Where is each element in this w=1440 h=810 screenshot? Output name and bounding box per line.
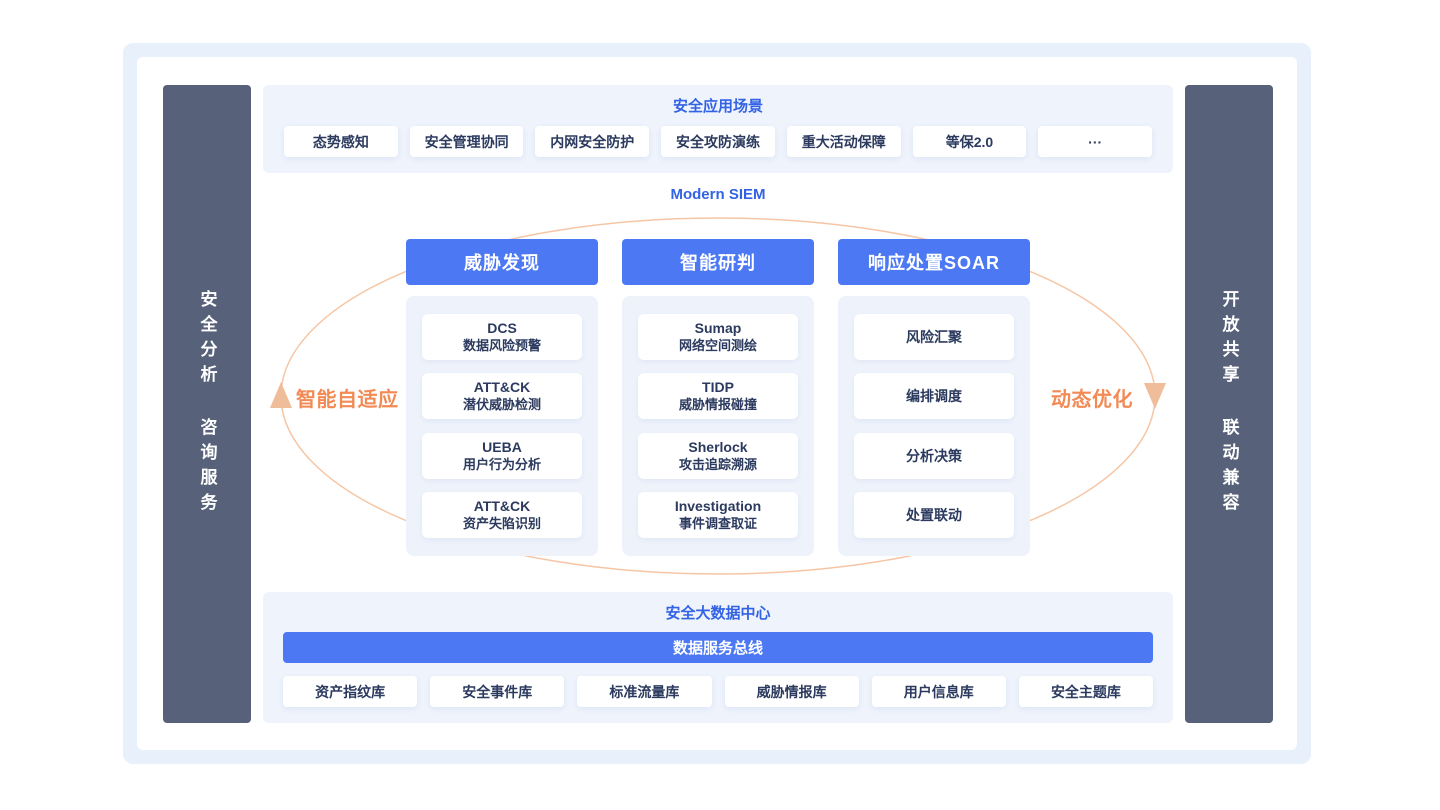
siem-card-dcs[interactable]: DCS 数据风险预警	[422, 314, 582, 360]
siem-card-sumap[interactable]: Sumap 网络空间测绘	[638, 314, 798, 360]
card-title: 分析决策	[906, 447, 962, 464]
card-subtitle: 数据风险预警	[462, 338, 541, 353]
db-chip-security-event[interactable]: 安全事件库	[430, 676, 565, 707]
card-subtitle: 用户行为分析	[462, 456, 541, 472]
card-subtitle: 网络空间测绘	[678, 338, 757, 353]
sidebar-word: 咨询服务	[197, 418, 217, 518]
card-title: Investigation	[674, 497, 762, 514]
column-panel: 风险汇聚 编排调度 分析决策 处置联动	[838, 296, 1030, 556]
scenarios-section: 安全应用场景 态势感知 安全管理协同 内网安全防护 安全攻防演练 重大活动保障 …	[263, 85, 1173, 173]
datacenter-title: 安全大数据中心	[665, 605, 771, 622]
card-subtitle: 威胁情报碰撞	[678, 397, 757, 413]
card-title: ATT&CK	[473, 379, 531, 396]
scenario-chip-dengbao[interactable]: 等保2.0	[912, 126, 1027, 157]
card-title: DCS	[487, 320, 517, 336]
down-arrow-icon	[1144, 383, 1166, 409]
scenarios-title: 安全应用场景	[672, 98, 763, 115]
siem-card-disposal-linkage[interactable]: 处置联动	[854, 491, 1014, 538]
siem-card-attck-latent-threat[interactable]: ATT&CK 潜伏威胁检测	[422, 373, 582, 420]
card-title: Sumap	[694, 320, 742, 336]
card-subtitle: 资产失陷识别	[462, 515, 541, 531]
card-subtitle: 事件调查取证	[678, 515, 757, 531]
column-intelligent-analysis: 智能研判 Sumap 网络空间测绘 TIDP 威胁情报碰撞 Sherlock 攻…	[622, 239, 814, 556]
scenario-chip-more[interactable]: ···	[1038, 126, 1153, 157]
siem-card-investigation[interactable]: Investigation 事件调查取证	[638, 491, 798, 538]
siem-card-analysis-decision[interactable]: 分析决策	[854, 432, 1014, 479]
column-header: 响应处置SOAR	[838, 239, 1030, 285]
card-title: ATT&CK	[473, 497, 531, 514]
sidebar-word: 安全分析	[197, 290, 217, 390]
sidebar-open-sharing: 开放共享 联动兼容	[1185, 85, 1273, 723]
card-title: TIDP	[702, 379, 734, 396]
siem-zone: Modern SIEM 智能自适应 动态优化 威胁发现 DCS 数据风险预警 A…	[263, 173, 1173, 592]
datacenter-section: 安全大数据中心 数据服务总线 资产指纹库 安全事件库 标准流量库 威胁情报库 用…	[263, 592, 1173, 723]
siem-card-risk-aggregation[interactable]: 风险汇聚	[854, 314, 1014, 360]
siem-title: Modern SIEM	[670, 186, 766, 203]
siem-card-orchestration[interactable]: 编排调度	[854, 373, 1014, 420]
card-title: 处置联动	[906, 506, 962, 523]
database-row: 资产指纹库 安全事件库 标准流量库 威胁情报库 用户信息库 安全主题库	[283, 676, 1154, 707]
db-chip-threat-intel[interactable]: 威胁情报库	[724, 676, 859, 707]
label-dynamic-optimization: 动态优化	[1051, 389, 1133, 411]
scenario-chip-attack-defense-drill[interactable]: 安全攻防演练	[661, 126, 775, 157]
db-chip-standard-traffic[interactable]: 标准流量库	[577, 676, 712, 707]
siem-card-tidp[interactable]: TIDP 威胁情报碰撞	[638, 373, 798, 420]
sidebar-security-analysis: 安全分析 咨询服务	[163, 85, 251, 723]
cycle-ellipse-graphic	[270, 217, 1166, 575]
scenario-chip-intranet-defense[interactable]: 内网安全防护	[535, 126, 650, 157]
scenario-chip-major-event-protection[interactable]: 重大活动保障	[786, 126, 901, 157]
scenario-chip-situational-awareness[interactable]: 态势感知	[284, 126, 398, 157]
label-intelligent-adaptive: 智能自适应	[296, 389, 399, 411]
db-chip-user-info[interactable]: 用户信息库	[871, 676, 1006, 707]
column-panel: DCS 数据风险预警 ATT&CK 潜伏威胁检测 UEBA 用户行为分析 ATT…	[406, 296, 598, 556]
scenario-chip-security-management[interactable]: 安全管理协同	[409, 126, 524, 157]
up-arrow-icon	[270, 382, 292, 408]
card-title: 编排调度	[906, 388, 962, 405]
card-subtitle: 潜伏威胁检测	[462, 397, 541, 413]
card-title: Sherlock	[688, 438, 748, 455]
column-header: 智能研判	[622, 239, 814, 285]
column-response-soar: 响应处置SOAR 风险汇聚 编排调度 分析决策 处置联动	[838, 239, 1030, 556]
siem-card-ueba[interactable]: UEBA 用户行为分析	[422, 432, 582, 479]
db-chip-security-topic[interactable]: 安全主题库	[1018, 676, 1154, 707]
data-service-bus: 数据服务总线	[283, 632, 1153, 663]
column-panel: Sumap 网络空间测绘 TIDP 威胁情报碰撞 Sherlock 攻击追踪溯源…	[622, 296, 814, 556]
column-threat-discovery: 威胁发现 DCS 数据风险预警 ATT&CK 潜伏威胁检测 UEBA 用户行为分…	[406, 239, 598, 556]
scenarios-row: 态势感知 安全管理协同 内网安全防护 安全攻防演练 重大活动保障 等保2.0 ·…	[284, 126, 1153, 157]
siem-card-sherlock[interactable]: Sherlock 攻击追踪溯源	[638, 432, 798, 479]
sidebar-word: 开放共享	[1219, 290, 1239, 390]
card-subtitle: 攻击追踪溯源	[678, 456, 757, 472]
card-title: UEBA	[482, 438, 522, 455]
sidebar-word: 联动兼容	[1219, 418, 1239, 518]
card-title: 风险汇聚	[906, 329, 962, 345]
db-chip-asset-fingerprint[interactable]: 资产指纹库	[283, 676, 418, 707]
column-header: 威胁发现	[406, 239, 598, 285]
siem-card-attck-asset-compromise[interactable]: ATT&CK 资产失陷识别	[422, 491, 582, 538]
